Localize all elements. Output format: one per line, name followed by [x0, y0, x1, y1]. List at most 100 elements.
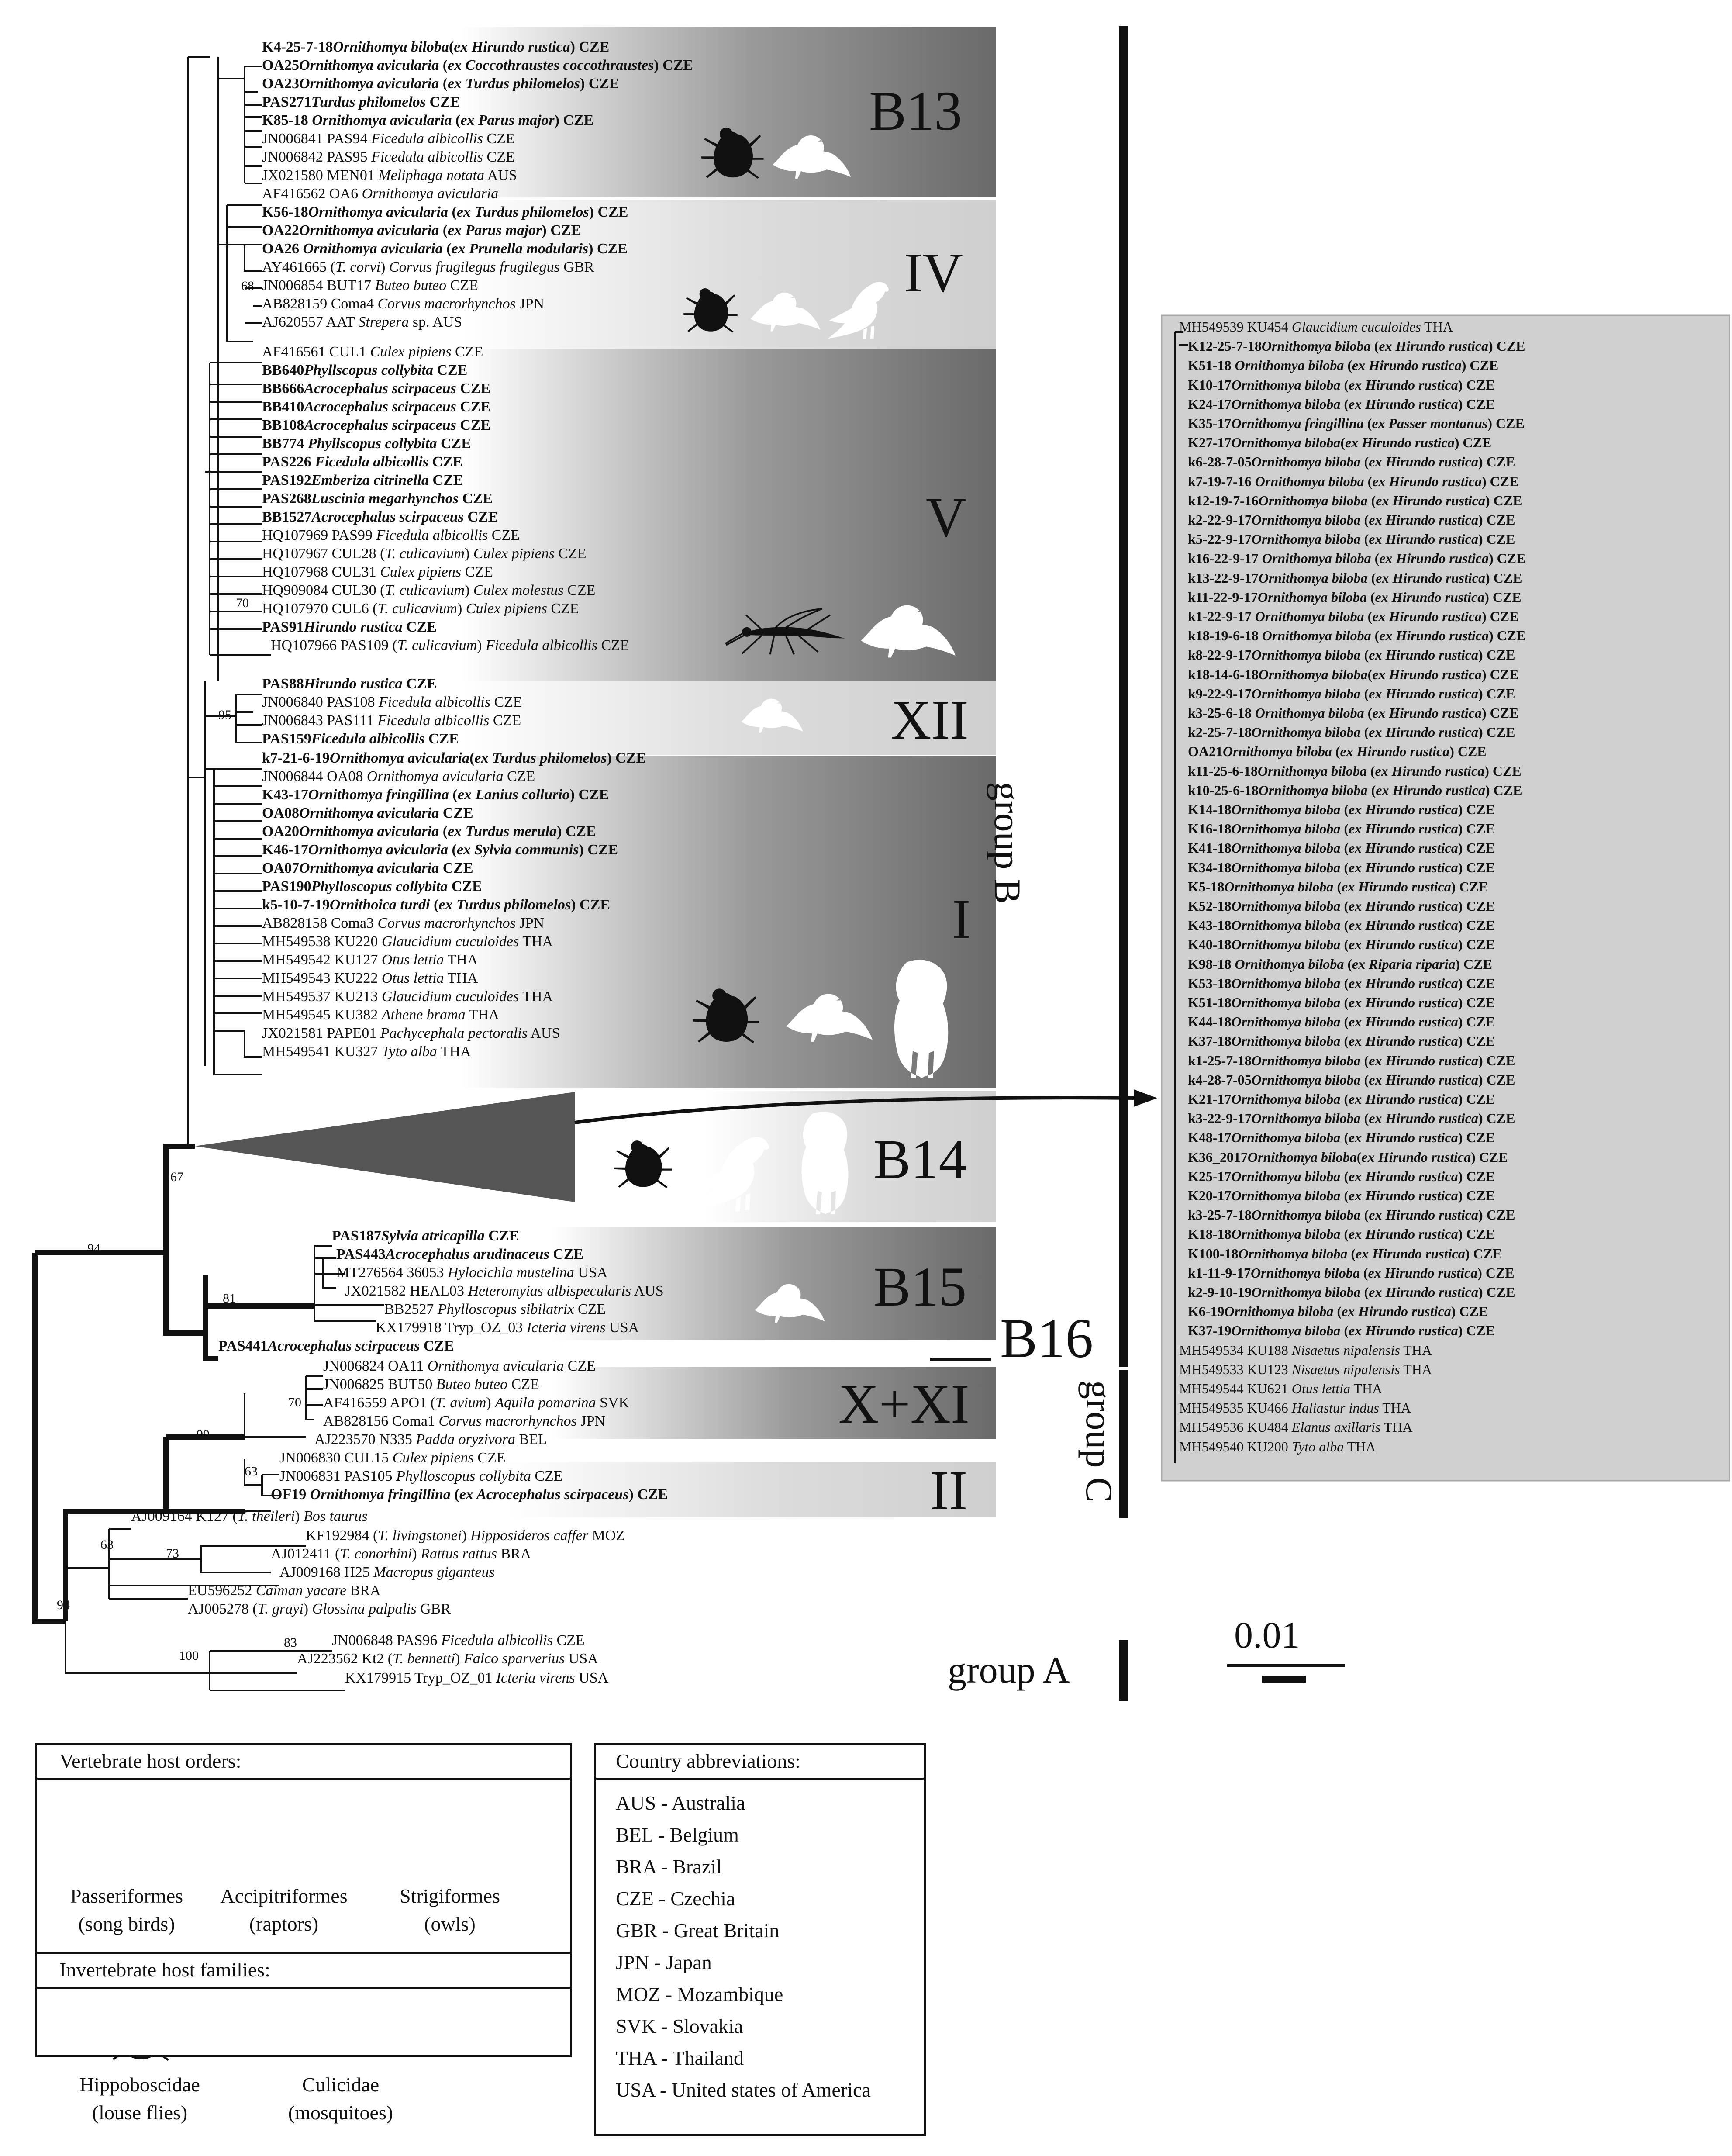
taxon-label: BB640Phyllscopus collybita CZE [262, 361, 467, 380]
taxon-name-italic: Acrocephalus scirpaceus [311, 509, 464, 525]
taxon-name-italic: Ornithomya biloba [1258, 589, 1367, 605]
taxon-label: k3-25-6-18 Ornithomya biloba (ex Hirundo… [1188, 703, 1518, 722]
taxon-label: K51-18 Ornithomya biloba (ex Hirundo rus… [1188, 356, 1498, 375]
taxon-name-part: K52-18 [1188, 898, 1232, 914]
taxon-name-italic: Culex molestus [473, 582, 564, 598]
taxon-name-italic: Phylloscopus collybita [396, 1468, 531, 1484]
clade-box-v [175, 349, 996, 681]
taxon-name-italic: ex Hirundo rustica [1349, 859, 1458, 875]
taxon-label: k7-19-7-16 Ornithomya biloba (ex Hirundo… [1188, 472, 1518, 491]
taxon-name-italic: ex Coccothraustes coccothraustes [448, 57, 654, 73]
taxon-name-part: CZE [488, 527, 520, 543]
taxon-label: JN006844 OA08 Ornithomya avicularia CZE [262, 767, 535, 786]
taxon-name-part: ( [1340, 1014, 1349, 1030]
taxon-name-italic: Rattus rattus [421, 1546, 497, 1562]
taxon-name-italic: ex Hirundo rustica [1361, 1149, 1471, 1165]
taxon-name-italic: ex Hirundo rustica [1349, 936, 1458, 953]
taxon-name-part: CZE [503, 768, 535, 784]
taxon-name-italic: Ficedula albicollis [441, 1632, 553, 1648]
taxon-name-part: JN006831 PAS105 [279, 1468, 397, 1484]
taxon-name-italic: Otus lettia [381, 952, 444, 968]
taxon-label: OA20Ornithomya avicularia (ex Turdus mer… [262, 822, 596, 841]
taxon-name-italic: Elanus axillaris [1291, 1419, 1381, 1435]
taxon-label: AJ620557 AAT Strepera sp. AUS [262, 313, 462, 332]
taxon-name-italic: Acrocephalus scirpaceus [267, 1338, 420, 1354]
taxon-name-part: ( [439, 57, 448, 73]
taxon-name-italic: Athene brama [381, 1007, 466, 1023]
taxon-label: HQ107966 PAS109 (T. culicavium) Ficedula… [271, 636, 629, 655]
taxon-name-part: k2-25-7-18 [1188, 724, 1252, 740]
taxon-name-italic: Ornithomya biloba [1258, 570, 1368, 586]
taxon-name-part: ) CZE [607, 750, 646, 766]
legend-country-box [594, 1743, 926, 2136]
taxon-name-part: CZE [554, 546, 587, 562]
taxon-label: HQ107970 CUL6 (T. culicavium) Culex pipi… [262, 599, 579, 618]
bootstrap-value: 83 [284, 1635, 297, 1650]
taxon-name-part: PAS441 [218, 1338, 268, 1354]
taxon-name-part: k5-22-9-17 [1188, 531, 1252, 547]
taxon-label: AB828158 Coma3 Corvus macrorhynchos JPN [262, 914, 544, 933]
taxon-name-italic: Strepera [358, 314, 409, 330]
taxon-name-part: ) CZE [1481, 705, 1519, 721]
taxon-name-part: ) [486, 1395, 495, 1411]
taxon-name-italic: ex Hirundo rustica [1345, 435, 1455, 451]
clade-box-xxi [314, 1367, 996, 1439]
taxon-name-italic: Ornithomya biloba [1251, 1071, 1361, 1088]
taxon-name-part: THA [1350, 1381, 1383, 1396]
taxon-name-part: k8-22-9-17 [1188, 647, 1252, 663]
taxon-name-italic: ex Hirundo rustica [1349, 1130, 1458, 1146]
taxon-name-italic: Ornithomya biloba [1231, 936, 1341, 953]
taxon-name-part: ( [1340, 1130, 1349, 1146]
taxon-name-italic: Nisaetus nipalensis [1291, 1342, 1400, 1358]
taxon-name-part: K100-18 [1188, 1245, 1239, 1261]
taxon-name-italic: Falco sparverius [463, 1651, 565, 1667]
country-item: USA - United states of America [616, 2079, 871, 2101]
taxon-name-italic: Ornithomya biloba [1251, 1207, 1361, 1223]
taxon-name-part: HQ909084 CUL30 ( [262, 582, 385, 598]
scale-bar [1227, 1664, 1345, 1667]
taxon-name-italic: Ornithomya biloba [1251, 512, 1361, 528]
group-b-label: group B [987, 782, 1028, 904]
taxon-name-part: K43-17 [262, 787, 308, 803]
taxon-label: HQ107969 PAS99 Ficedula albicollis CZE [262, 526, 520, 545]
taxon-name-italic: Ornithomya biloba [1231, 995, 1341, 1010]
taxon-name-part: ( [1333, 1303, 1342, 1320]
taxon-name-part: HQ107970 CUL6 ( [262, 601, 378, 617]
taxon-label: JN006831 PAS105 Phylloscopus collybita C… [279, 1467, 563, 1486]
taxon-name-part: ) CZE [1478, 531, 1515, 547]
taxon-name-italic: Culex pipiens [392, 1450, 474, 1466]
taxon-label: k9-22-9-17Ornithomya biloba (ex Hirundo … [1188, 684, 1515, 703]
taxon-name-part: KX179915 Tryp_OZ_01 [345, 1670, 496, 1686]
taxon-name-italic: Ornithomya biloba [1231, 859, 1341, 875]
taxon-label: K27-17Ornithomya biloba(ex Hirundo rusti… [1188, 433, 1491, 452]
taxon-name-italic: ex Hirundo rustica [1349, 1323, 1458, 1339]
taxon-name-italic: Glaucidium cuculoides [381, 988, 519, 1005]
taxon-label: k8-22-9-17Ornithomya biloba (ex Hirundo … [1188, 645, 1515, 664]
taxon-name-italic: Ornithomya fringillina [308, 787, 449, 803]
taxon-name-italic: Phylloscopus sibilatrix [437, 1301, 574, 1317]
taxon-name-part: ) CZE [1458, 1033, 1495, 1049]
taxon-name-part: ( [439, 823, 448, 840]
taxon-name-part: OA20 [262, 823, 299, 840]
taxon-name-part: ) CZE [1458, 1226, 1495, 1242]
taxon-label: PAS271Turdus philomelos CZE [262, 93, 460, 112]
taxon-name-part: MT276564 36053 [336, 1265, 448, 1281]
taxon-name-part: THA [1421, 319, 1453, 335]
taxon-name-italic: ex Acrocephalus scirpaceus [459, 1486, 629, 1503]
taxon-name-part: ( [1360, 531, 1369, 547]
taxon-name-part: JN006830 CUL15 [279, 1450, 393, 1466]
taxon-name-part: ( [448, 204, 457, 220]
taxon-name-part: ) CZE [1458, 1014, 1495, 1030]
taxon-name-part: K25-17 [1188, 1168, 1232, 1184]
taxon-name-italic: ex Riparia riparia [1352, 956, 1456, 972]
taxon-label: K12-25-7-18Ornithomya biloba (ex Hirundo… [1188, 336, 1525, 356]
taxon-name-part: K24-17 [1188, 396, 1232, 412]
taxon-name-italic: ex Hirundo rustica [1342, 878, 1451, 895]
taxon-name-part: ( [1340, 377, 1349, 393]
legend-divider-1 [35, 1778, 572, 1780]
taxon-name-part: ) CZE [1458, 840, 1495, 856]
taxon-name-part: K51-18 [1188, 995, 1232, 1010]
taxon-name-part: PAS268 [262, 491, 311, 507]
taxon-name-part: K98-18 [1188, 956, 1235, 972]
taxon-name-part: CZE [428, 454, 463, 470]
